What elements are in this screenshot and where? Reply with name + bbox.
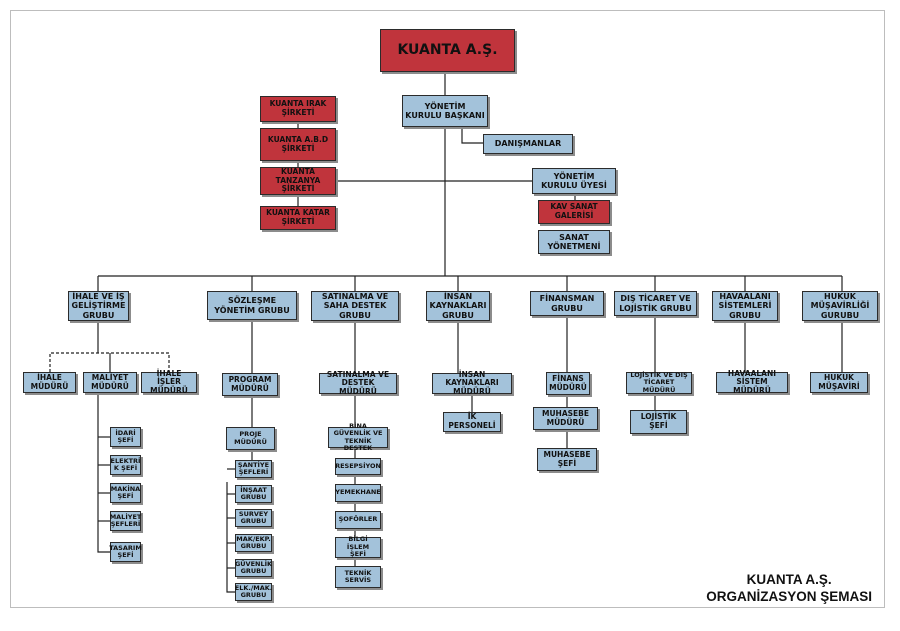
group-procurement-box: SATINALMA VE SAHA DESTEK GRUBU [311, 291, 399, 321]
airport-systems-manager-box: HAVAALANI SİSTEM MÜDÜRÜ [716, 369, 788, 395]
it-chief-box: BİLGİ İŞLEM ŞEFİ [335, 536, 381, 558]
security-group-box: GÜVENLİK GRUBU [234, 559, 273, 577]
survey-group-box: SURVEY GRUBU [235, 509, 272, 527]
hr-staff-box: İK PERSONELİ [443, 412, 501, 432]
cafeteria-box: YEMEKHANE [335, 484, 381, 502]
legal-advisor-box: HUKUK MÜŞAVİRİ [810, 372, 868, 393]
group-contract-box: SÖZLEŞME YÖNETİM GRUBU [207, 291, 297, 320]
machinery-group-box: MAK/EKP. GRUBU [235, 534, 272, 552]
construction-group-box: İNŞAAT GRUBU [235, 485, 272, 503]
mechanical-chief-box: MAKİNA ŞEFİ [110, 483, 141, 503]
accounting-manager-box: MUHASEBE MÜDÜRÜ [533, 407, 598, 430]
procurement-manager-box: SATINALMA VE DESTEK MÜDÜRÜ [319, 370, 397, 396]
company-usa-box: KUANTA A.B.D ŞİRKETİ [260, 128, 336, 161]
drivers-box: ŞOFÖRLER [335, 511, 381, 529]
hr-manager-box: İNSAN KAYNAKLARI MÜDÜRÜ [432, 370, 512, 396]
technical-service-box: TEKNİK SERVİS [335, 566, 381, 588]
advisors-box: DANIŞMANLAR [483, 134, 573, 154]
group-airport-box: HAVAALANI SİSTEMLERİ GRUBU [712, 291, 778, 321]
company-qatar-box: KUANTA KATAR ŞİRKETİ [260, 206, 336, 230]
electrical-chief-box: ELEKTRİ K ŞEFİ [110, 455, 141, 475]
cost-chiefs-box: MALİYET ŞEFLERİ [110, 511, 141, 531]
company-tanzania-box: KUANTA TANZANYA ŞİRKETİ [260, 167, 336, 195]
finance-manager-box: FİNANS MÜDÜRÜ [546, 372, 590, 395]
program-manager-box: PROGRAM MÜDÜRÜ [222, 373, 278, 396]
group-tender-box: İHALE VE İŞ GELİŞTİRME GRUBU [68, 291, 129, 321]
tender-manager-box: İHALE MÜDÜRÜ [23, 372, 76, 393]
group-finance-box: FİNANSMAN GRUBU [530, 291, 604, 316]
reception-box: RESEPSİYON [335, 458, 381, 475]
company-title-box: KUANTA A.Ş. [380, 29, 515, 72]
group-hr-box: İNSAN KAYNAKLARI GRUBU [426, 291, 490, 321]
caption-subtitle: ORGANİZASYON ŞEMASI [706, 589, 872, 604]
project-manager-box: PROJE MÜDÜRÜ [226, 427, 275, 450]
caption-company: KUANTA A.Ş. [746, 572, 832, 587]
accounting-chief-box: MUHASEBE ŞEFİ [537, 448, 597, 471]
site-chiefs-box: ŞANTİYE ŞEFLERİ [235, 460, 272, 478]
logistics-chief-box: LOJİSTİK ŞEFİ [630, 410, 687, 434]
building-security-box: BİNA GÜVENLİK VE TEKNİK DESTEK [328, 422, 388, 452]
logistics-manager-box: LOJİSTİK VE DIŞ TİCARET MÜDÜRÜ [626, 371, 692, 394]
board-member-box: YÖNETİM KURULU ÜYESİ [532, 168, 616, 194]
tender-ops-manager-box: İHALE İŞLER MÜDÜRÜ [141, 369, 197, 395]
group-legal-box: HUKUK MÜŞAVİRLİĞİ GURUBU [802, 291, 878, 321]
art-management-box: SANAT YÖNETMENİ [538, 230, 610, 254]
admin-chief-box: İDARİ ŞEFİ [110, 427, 141, 447]
board-chair-box: YÖNETİM KURULU BAŞKANI [402, 95, 488, 127]
elec-mech-group-box: ELK./MAK. GRUBU [234, 583, 273, 601]
art-gallery-box: KAV SANAT GALERİSİ [538, 200, 610, 224]
group-trade-box: DIŞ TİCARET VE LOJİSTİK GRUBU [614, 291, 697, 316]
cost-manager-box: MALİYET MÜDÜRÜ [83, 372, 137, 393]
company-iraq-box: KUANTA IRAK ŞİRKETİ [260, 96, 336, 122]
chart-caption: KUANTA A.Ş. ORGANİZASYON ŞEMASI [706, 571, 872, 605]
design-chief-box: TASARIM ŞEFİ [109, 542, 142, 562]
